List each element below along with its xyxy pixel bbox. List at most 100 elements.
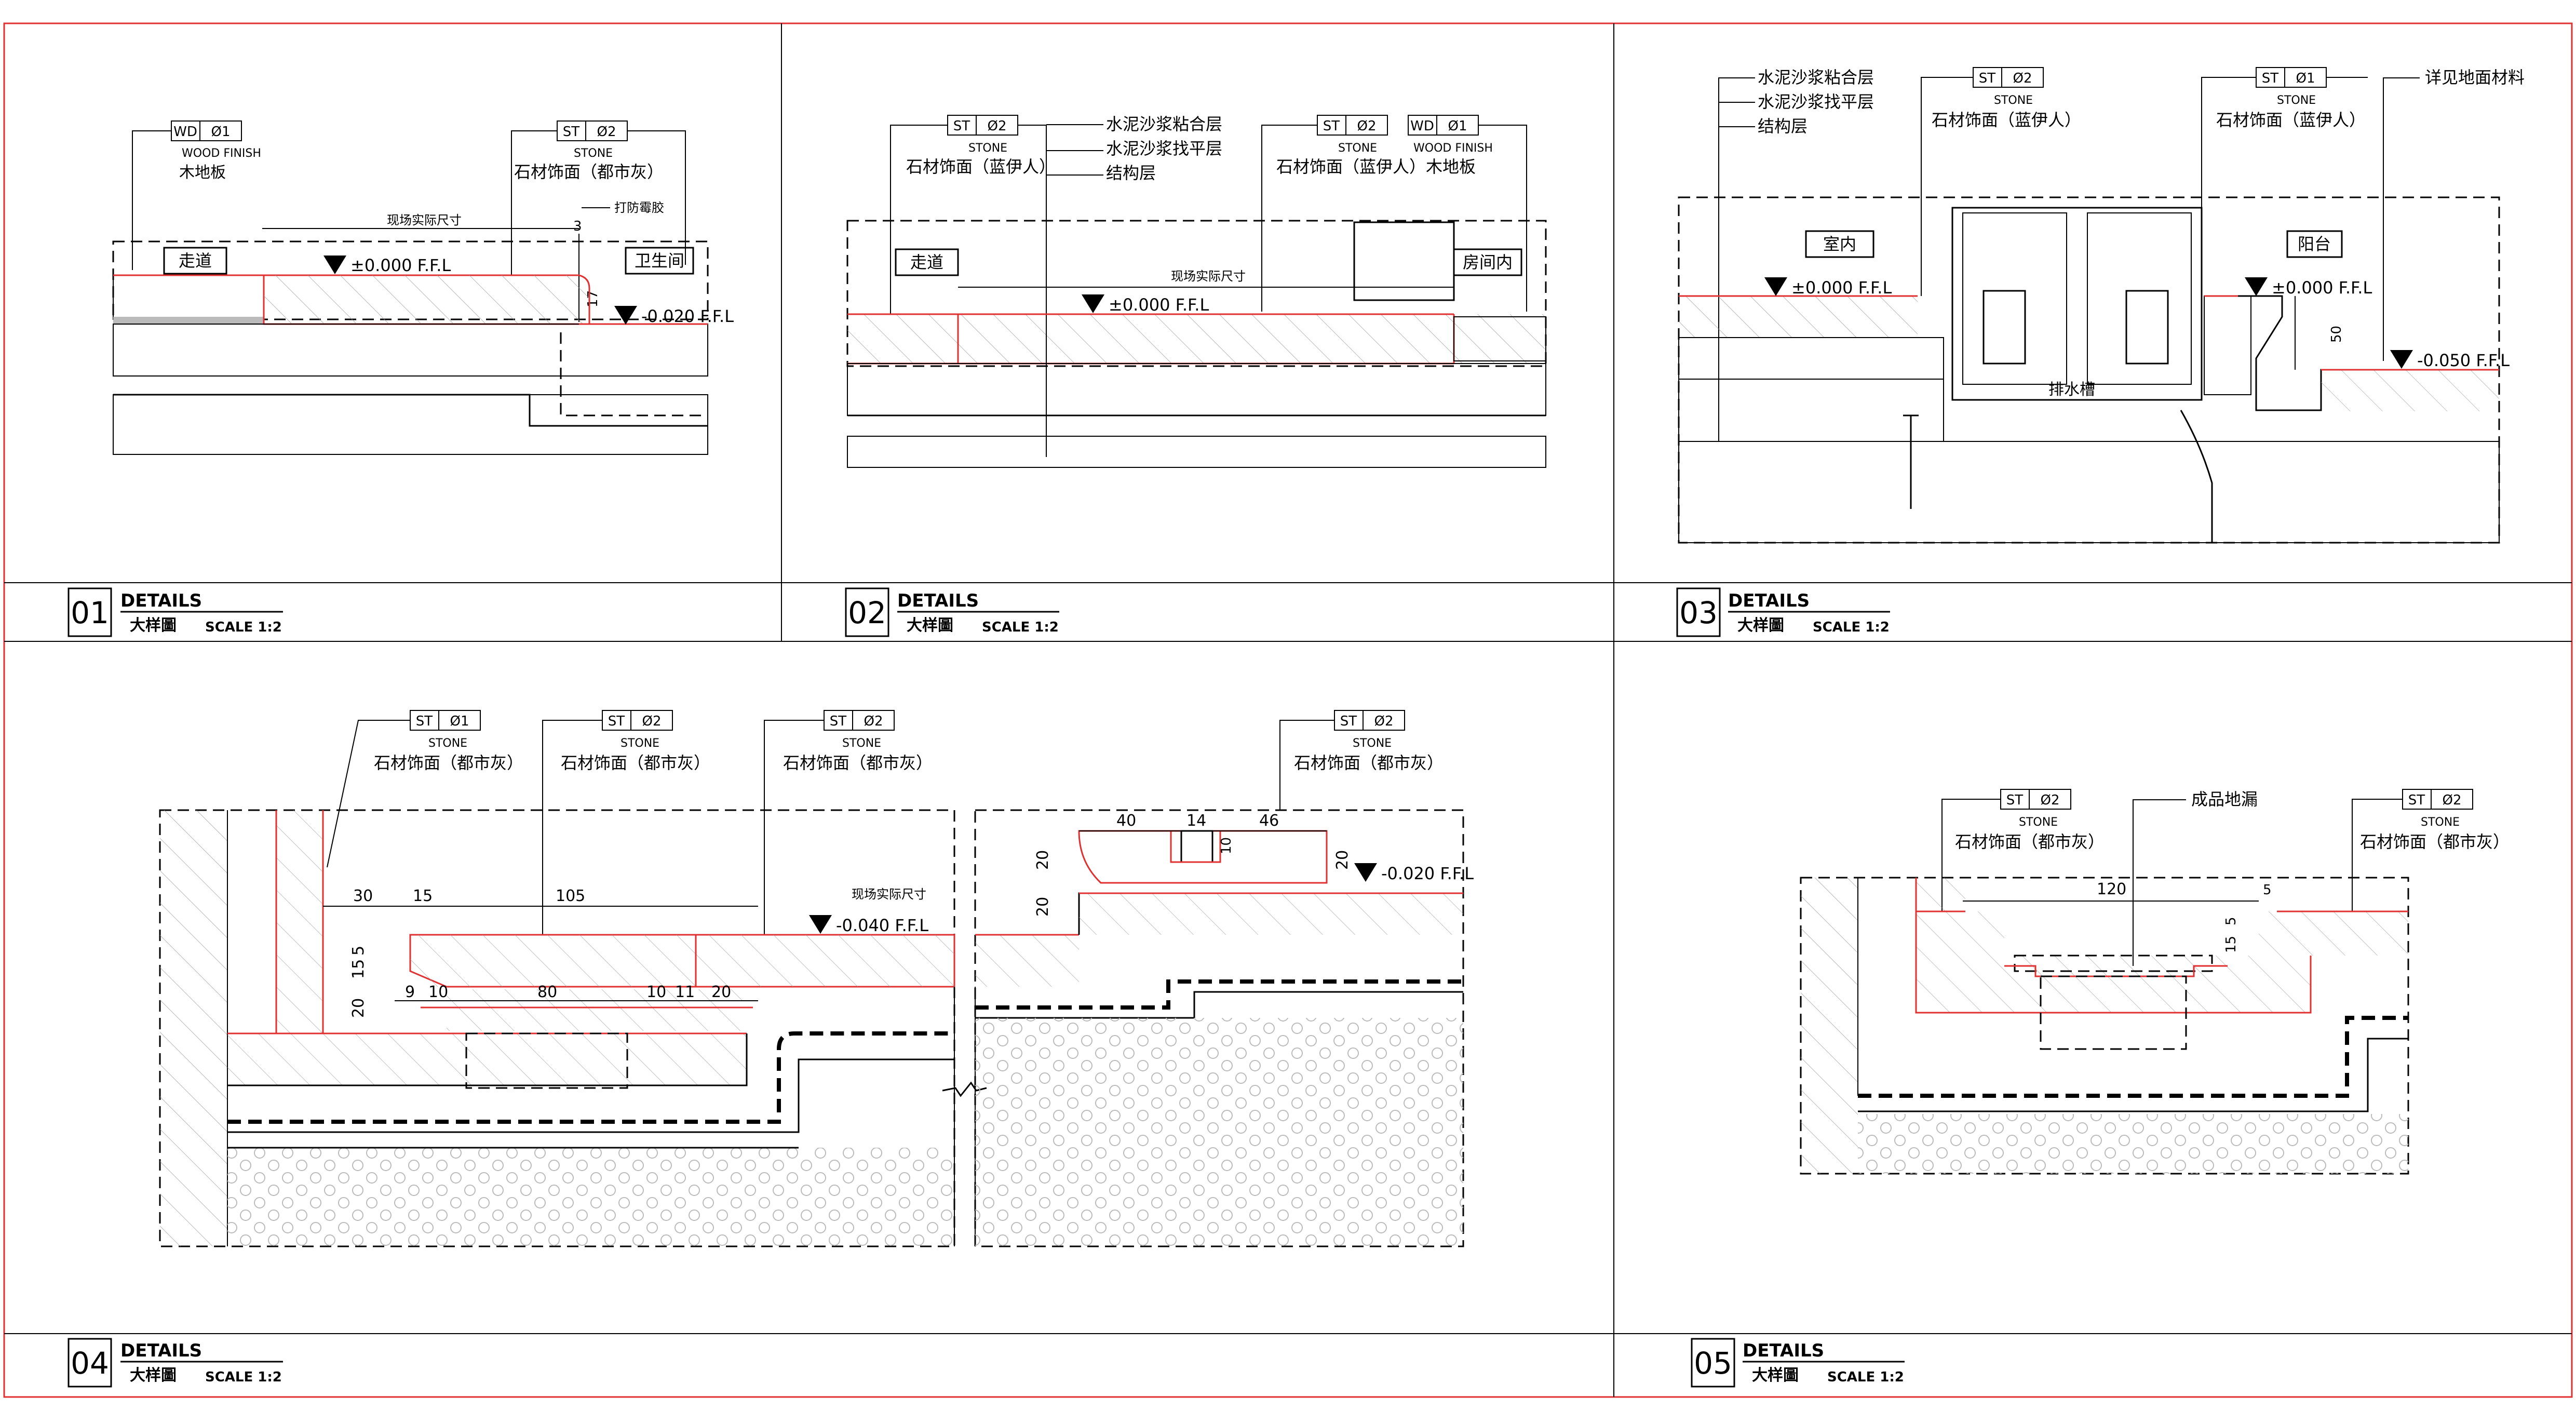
label-stone-grey: 石材饰面（都市灰）: [514, 162, 664, 182]
svg-text:Ø2: Ø2: [642, 714, 661, 729]
svg-text:STONE: STONE: [1994, 94, 2033, 107]
svg-text:现场实际尺寸: 现场实际尺寸: [852, 887, 926, 902]
panel-scale: SCALE 1:2: [205, 1369, 282, 1385]
panel-subtitle: 大样圖: [130, 1366, 177, 1385]
svg-text:WD: WD: [1410, 118, 1434, 134]
svg-text:STONE: STONE: [842, 737, 881, 750]
level-mark: ±0.000 F.F.L: [1791, 278, 1892, 298]
label-floor-drain: 成品地漏: [2191, 789, 2258, 809]
svg-text:WOOD FINISH: WOOD FINISH: [1413, 142, 1493, 155]
svg-text:15: 15: [349, 959, 368, 979]
svg-text:水泥沙浆找平层: 水泥沙浆找平层: [1106, 139, 1222, 158]
panel-subtitle: 大样圖: [130, 616, 177, 635]
label-stone-blue: 石材饰面（蓝伊人）: [2216, 110, 2366, 130]
svg-text:STONE: STONE: [968, 142, 1007, 155]
svg-text:WD: WD: [173, 124, 197, 140]
material-tag-st02: ST Ø2 STONE 石材饰面（都市灰）: [542, 710, 710, 935]
svg-text:10: 10: [428, 983, 448, 1001]
label-stone-blue: 石材饰面（蓝伊人）: [906, 157, 1056, 177]
svg-text:46: 46: [1259, 812, 1279, 830]
svg-text:打防霉胶: 打防霉胶: [614, 200, 664, 215]
label-stone-grey: 石材饰面（都市灰）: [783, 753, 933, 773]
panel-subtitle: 大样圖: [1752, 1366, 1799, 1385]
svg-text:20: 20: [1333, 850, 1352, 870]
title-block-01: 01 DETAILS 大样圖 SCALE 1:2: [68, 587, 283, 637]
svg-text:水泥沙浆粘合层: 水泥沙浆粘合层: [1106, 114, 1222, 134]
svg-text:10: 10: [646, 983, 666, 1001]
panel-subtitle: 大样圖: [1737, 616, 1784, 635]
svg-text:ST: ST: [2408, 792, 2425, 808]
svg-text:结构层: 结构层: [1758, 116, 1808, 136]
svg-text:5: 5: [349, 946, 368, 956]
material-tag-wd01: WD Ø1 WOOD FINISH 木地板: [132, 120, 261, 270]
detail-03: 水泥沙浆粘合层 水泥沙浆找平层 结构层 ST Ø2 STONE 石材饰面（蓝伊人…: [1678, 67, 2525, 544]
level-mark: -0.020 F.F.L: [641, 306, 734, 326]
svg-text:Ø2: Ø2: [1374, 714, 1393, 729]
svg-text:Ø1: Ø1: [450, 714, 469, 729]
label-wood-floor: 木地板: [179, 164, 226, 182]
svg-text:ST: ST: [830, 714, 847, 729]
svg-text:ST: ST: [563, 124, 580, 140]
label-corridor: 走道: [910, 252, 943, 272]
material-tag-st02: ST Ø2 STONE 石材饰面（蓝伊人）: [1921, 67, 2081, 296]
material-tag-st02: ST Ø2 STONE 石材饰面（都市灰）: [1941, 789, 2105, 911]
level-mark: ±0.000 F.F.L: [2272, 278, 2372, 298]
svg-text:10: 10: [1219, 837, 1234, 854]
svg-text:80: 80: [537, 983, 557, 1001]
svg-text:Ø1: Ø1: [1448, 118, 1467, 134]
svg-text:20: 20: [349, 998, 368, 1018]
label-stone-grey: 石材饰面（都市灰）: [2360, 832, 2510, 852]
svg-text:Ø2: Ø2: [2040, 792, 2059, 808]
label-see-floor: 详见地面材料: [2425, 68, 2525, 87]
svg-text:STONE: STONE: [1353, 737, 1392, 750]
svg-text:50: 50: [2329, 326, 2344, 343]
label-stone-grey: 石材饰面（都市灰）: [1294, 753, 1444, 773]
svg-text:ST: ST: [2006, 792, 2024, 808]
material-tag-st02: ST Ø2 STONE 石材饰面（都市灰）: [2352, 789, 2510, 911]
svg-text:现场实际尺寸: 现场实际尺寸: [1171, 269, 1246, 284]
panel-subtitle: 大样圖: [907, 616, 953, 635]
label-indoor: 室内: [1823, 234, 1856, 254]
label-corridor: 走道: [179, 251, 212, 271]
svg-text:11: 11: [675, 983, 695, 1001]
svg-text:水泥沙浆粘合层: 水泥沙浆粘合层: [1758, 68, 1874, 87]
panel-number: 05: [1694, 1346, 1732, 1381]
svg-text:Ø2: Ø2: [1357, 118, 1376, 134]
material-tag-st01: ST Ø1 STONE 石材饰面（蓝伊人）: [2201, 67, 2368, 296]
panel-number: 04: [71, 1346, 109, 1381]
svg-text:ST: ST: [1323, 118, 1340, 134]
panel-title: DETAILS: [1743, 1340, 1824, 1361]
material-tag-st01: ST Ø1 STONE 石材饰面（都市灰）: [327, 710, 523, 868]
svg-text:STONE: STONE: [2277, 94, 2316, 107]
svg-text:STONE: STONE: [621, 737, 659, 750]
label-stone-blue: 石材饰面（蓝伊人）: [1932, 110, 2081, 130]
material-tag-st02: ST Ø2 STONE 石材饰面（蓝伊人）: [890, 115, 1056, 332]
svg-text:5: 5: [2263, 882, 2272, 898]
svg-text:40: 40: [1116, 812, 1136, 830]
panel-title: DETAILS: [120, 590, 202, 611]
svg-text:ST: ST: [953, 118, 970, 134]
panel-title: DETAILS: [897, 590, 979, 611]
svg-text:ST: ST: [416, 714, 433, 729]
svg-text:Ø1: Ø1: [211, 124, 230, 140]
svg-text:ST: ST: [608, 714, 625, 729]
label-stone-blue-wood: 石材饰面（蓝伊人）木地板: [1276, 157, 1476, 177]
level-mark: ±0.000 F.F.L: [350, 256, 451, 275]
panel-scale: SCALE 1:2: [1813, 620, 1890, 635]
material-tag-st02: ST Ø2 STONE 石材饰面（都市灰）: [511, 120, 686, 275]
label-stone-grey: 石材饰面（都市灰）: [1955, 832, 2105, 852]
label-room-inside: 房间内: [1463, 252, 1513, 272]
panel-scale: SCALE 1:2: [1827, 1369, 1904, 1385]
svg-text:5: 5: [2223, 917, 2239, 925]
svg-text:Ø2: Ø2: [2013, 71, 2032, 86]
svg-text:水泥沙浆找平层: 水泥沙浆找平层: [1758, 92, 1874, 112]
svg-text:STONE: STONE: [428, 737, 467, 750]
svg-text:120: 120: [2097, 880, 2126, 898]
svg-text:现场实际尺寸: 现场实际尺寸: [387, 213, 462, 227]
title-block-02: 02 DETAILS 大样圖 SCALE 1:2: [845, 587, 1059, 637]
svg-text:3: 3: [573, 219, 582, 234]
material-tag-st02: ST Ø2 STONE 石材饰面（都市灰）: [764, 710, 933, 935]
svg-text:20: 20: [1034, 850, 1052, 870]
label-stone-grey: 石材饰面（都市灰）: [374, 753, 523, 773]
svg-text:WOOD FINISH: WOOD FINISH: [182, 147, 261, 160]
